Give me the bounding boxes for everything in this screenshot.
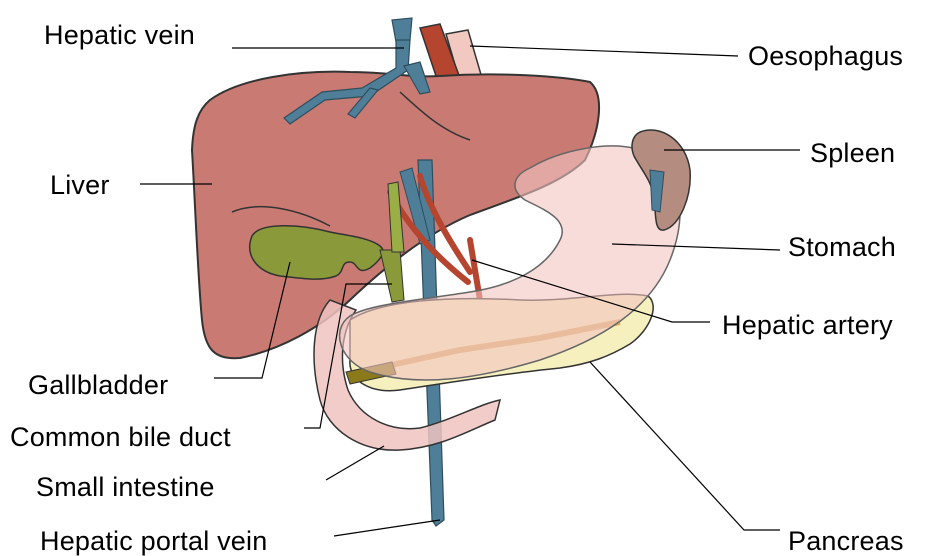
label-gallbladder: Gallbladder [28, 372, 168, 399]
label-hepatic-vein: Hepatic vein [44, 22, 195, 49]
label-hepatic-portal-vein: Hepatic portal vein [40, 528, 267, 555]
label-hepatic-artery: Hepatic artery [722, 312, 893, 339]
leader-oesophagus [470, 46, 738, 56]
label-oesophagus: Oesophagus [748, 43, 903, 70]
leader-hepatic-portal-vein [334, 520, 440, 536]
label-spleen: Spleen [810, 140, 895, 167]
label-common-bile-duct: Common bile duct [10, 424, 231, 451]
common-bile-duct-tube [380, 250, 404, 302]
label-small-intestine: Small intestine [36, 474, 215, 501]
label-pancreas: Pancreas [788, 528, 904, 555]
leader-pancreas [590, 362, 780, 530]
leader-small-intestine [326, 446, 384, 480]
label-liver: Liver [50, 172, 110, 199]
label-stomach: Stomach [788, 234, 896, 261]
